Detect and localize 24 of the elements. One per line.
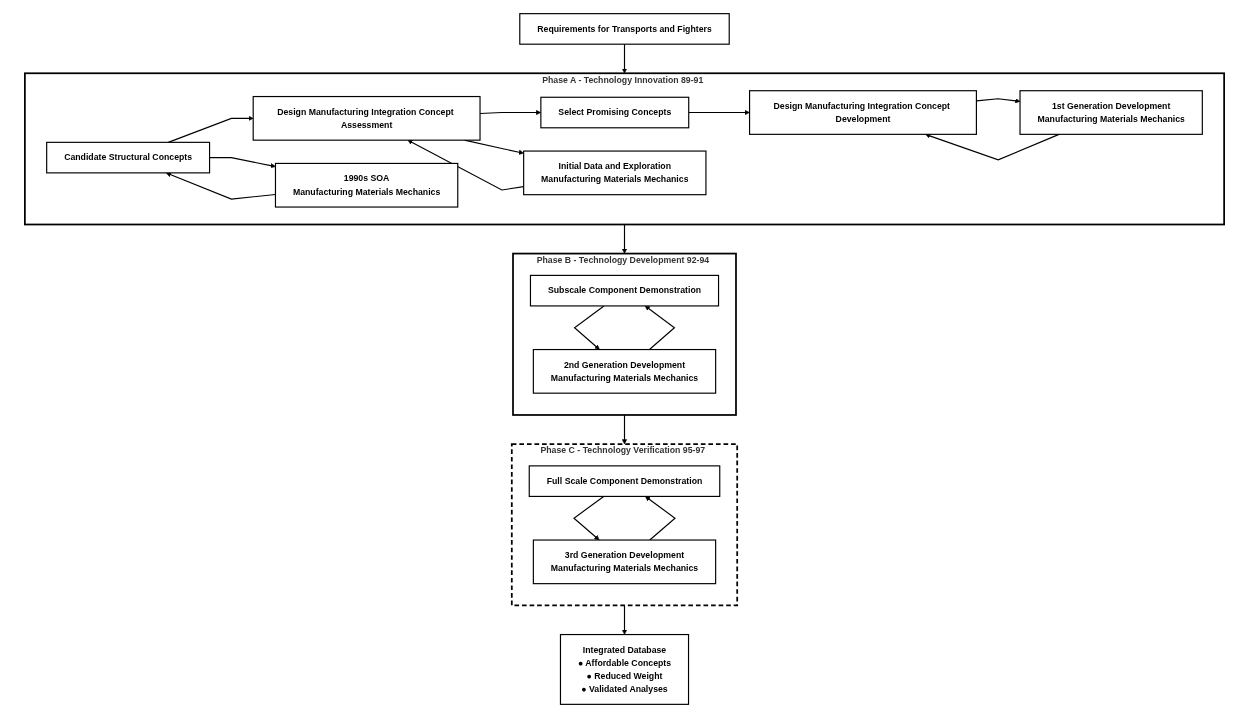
arrow	[573, 495, 605, 540]
arrow	[925, 132, 1060, 160]
node-box: Candidate Structural Concepts	[46, 141, 211, 173]
arrow	[644, 305, 676, 350]
node-box: 1990s SOA Manufacturing Materials Mechanics	[274, 162, 459, 208]
arrow	[645, 495, 676, 541]
node-box: Subscale Component Demonstration	[529, 274, 720, 306]
node-box: Initial Data and Exploration Manufacturing Materials Mechanics	[523, 150, 707, 195]
arrow	[621, 413, 628, 444]
arrow	[621, 43, 628, 73]
node-box: Select Promising Concepts	[540, 96, 690, 128]
node-box: Full Scale Component Demonstration	[528, 464, 721, 497]
arrow	[573, 304, 605, 350]
node-box: 1st Generation Development Manufacturing Materials Mechanics	[1019, 89, 1203, 135]
node-box: 2nd Generation Development Manufacturing Materials Mechanics	[532, 348, 717, 394]
arrow	[209, 156, 276, 168]
node-box: Design Manufacturing Integration Concept Development	[749, 89, 977, 135]
arrow	[621, 223, 628, 254]
arrow	[621, 604, 628, 635]
node-box: Integrated Database ● Affordable Concepts ● Reduced Weight ● Validated Analyses	[559, 633, 690, 705]
node-box: Requirements for Transports and Fighters	[519, 12, 730, 45]
arrow	[688, 109, 750, 115]
node-box: Design Manufacturing Integration Concept Assessment	[252, 95, 481, 141]
node-box: 3rd Generation Development Manufacturing Materials Mechanics	[532, 538, 717, 584]
